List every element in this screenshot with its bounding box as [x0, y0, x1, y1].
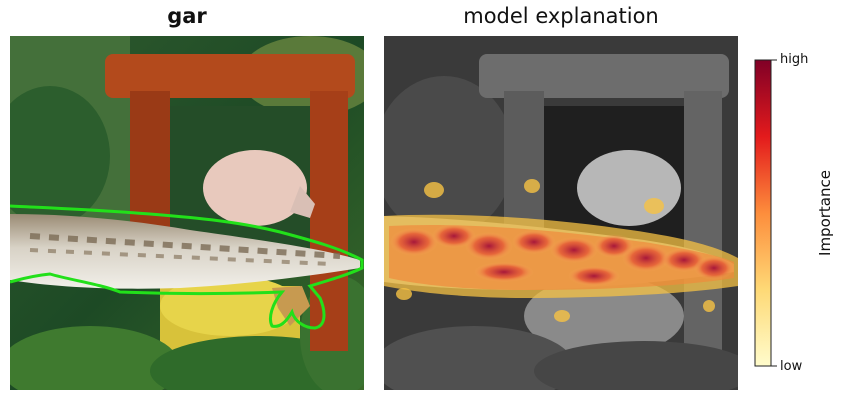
- original-image: [10, 36, 364, 390]
- colorbar-axis-label: Importance: [816, 170, 834, 256]
- grayscale-background: [384, 36, 738, 390]
- colorbar-low-label: low: [780, 359, 803, 374]
- segmentation-outline: [10, 204, 364, 330]
- gar-fish: [10, 214, 360, 326]
- right-panel-title: model explanation: [463, 4, 659, 28]
- explanation-image: [384, 36, 738, 390]
- importance-heatmap: [384, 179, 738, 322]
- importance-colorbar: [754, 59, 777, 367]
- background-fish: [203, 150, 315, 226]
- wooden-arch: [105, 54, 355, 351]
- colorbar-high-label: high: [780, 52, 809, 67]
- left-panel-title: gar: [167, 4, 207, 28]
